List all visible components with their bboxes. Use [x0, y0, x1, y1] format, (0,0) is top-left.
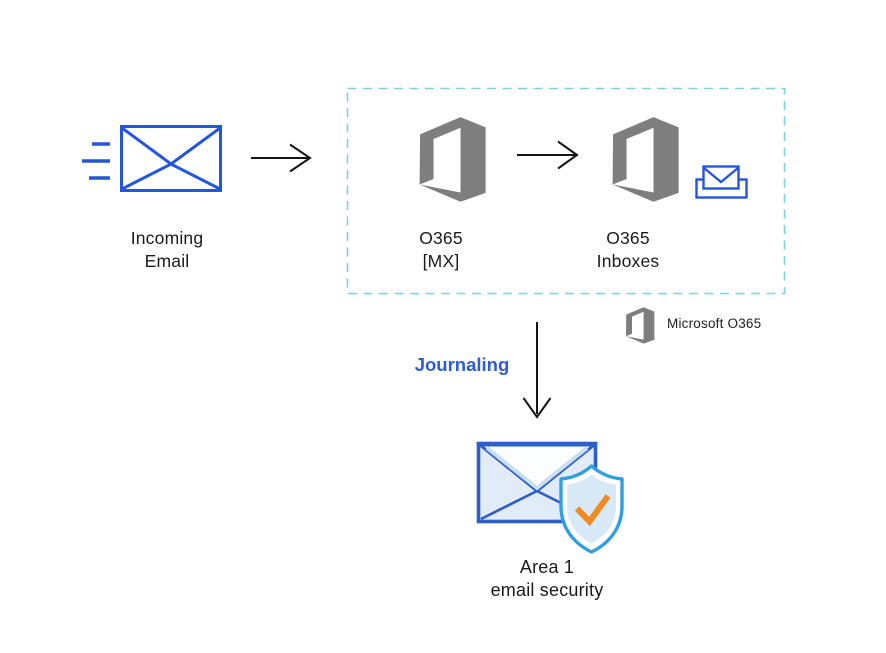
o365-mx-label: O365 [MX] [371, 227, 511, 272]
microsoft-o365-legend-label: Microsoft O365 [667, 316, 762, 331]
o365-boundary-box [346, 87, 786, 295]
arrow-right-2 [517, 140, 579, 170]
area1-label-line1: Area 1 [519, 557, 575, 577]
o365-mx-label-line2: [MX] [422, 250, 460, 271]
office-logo-icon [419, 117, 486, 202]
arrow-right-1 [251, 143, 312, 173]
journaling-label: Journaling [414, 354, 510, 375]
area1-label-line2: email security [490, 580, 604, 600]
o365-inboxes-label-line2: Inboxes [596, 250, 660, 271]
office-logo-icon [626, 307, 655, 344]
office-logo-icon [612, 117, 679, 202]
o365-inboxes-label: O365 Inboxes [558, 227, 698, 272]
o365-mx-label-line1: O365 [419, 228, 463, 248]
o365-inboxes-label-line1: O365 [606, 228, 650, 248]
envelope-speed-icon [82, 125, 222, 192]
area1-label: Area 1 email security [477, 556, 617, 602]
incoming-email-label-line1: Incoming [130, 228, 204, 248]
envelope-shield-check-icon [475, 441, 624, 554]
incoming-email-label-line2: Email [144, 250, 190, 271]
incoming-email-label: Incoming Email [97, 227, 237, 272]
arrow-down-journaling [522, 322, 552, 419]
inbox-envelope-icon [695, 165, 748, 199]
